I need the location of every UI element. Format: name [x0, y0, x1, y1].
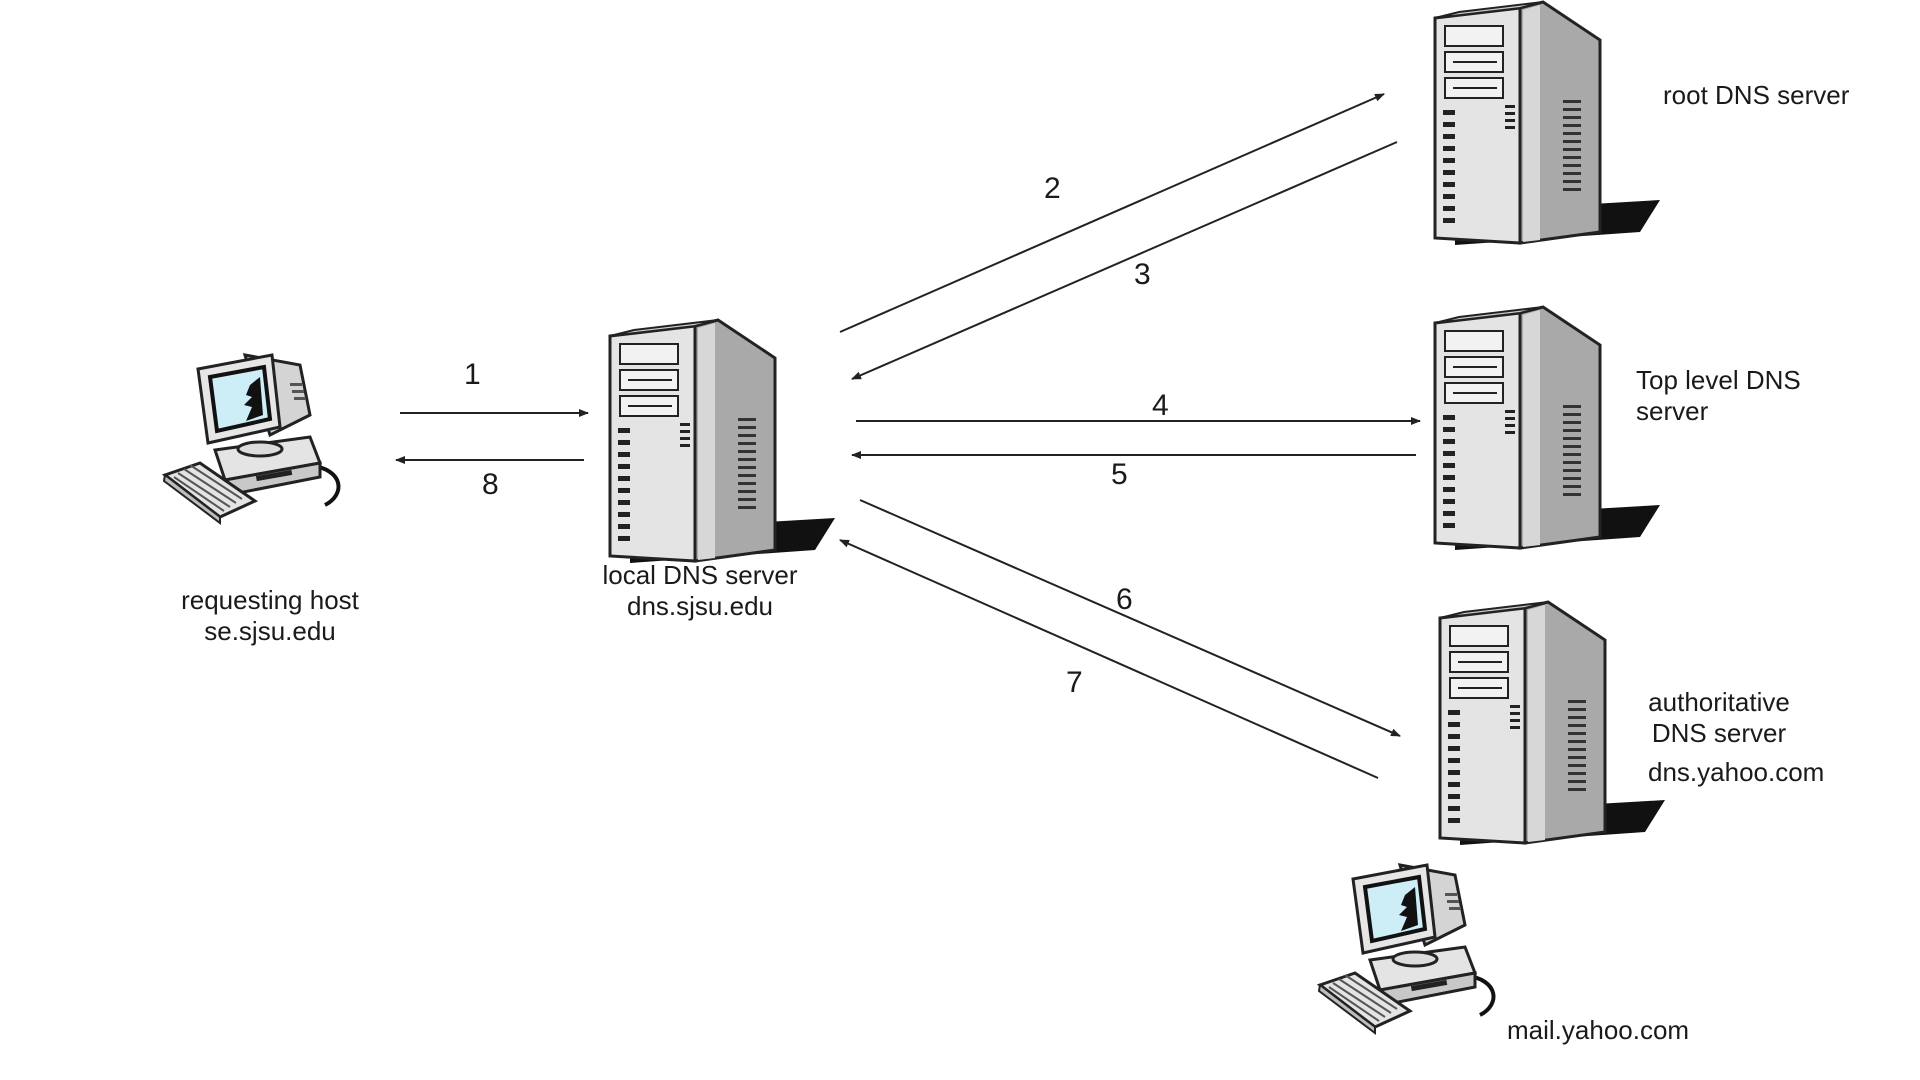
step-8-label: 8 — [482, 468, 499, 501]
requesting-host-name: requesting host — [181, 585, 359, 615]
step-4-label: 4 — [1152, 389, 1169, 422]
authoritative-dns-name-line1: authoritative — [1648, 687, 1790, 717]
arrow-step-2 — [839, 93, 1385, 333]
step-6-label: 6 — [1116, 583, 1133, 616]
step-1-label: 1 — [464, 358, 481, 391]
local-dns-domain: dns.sjsu.edu — [627, 591, 773, 621]
local-dns-server-icon — [608, 318, 837, 565]
local-dns-label: local DNS server dns.sjsu.edu — [580, 560, 820, 622]
mail-host-label: mail.yahoo.com — [1507, 1015, 1690, 1045]
local-dns-name: local DNS server — [602, 560, 798, 590]
step-7-label: 7 — [1066, 666, 1083, 699]
arrow-step-7 — [839, 539, 1379, 779]
step-5-label: 5 — [1111, 458, 1128, 491]
authoritative-dns-domain: dns.yahoo.com — [1648, 757, 1825, 787]
arrow-step-6 — [859, 499, 1401, 737]
requesting-host-domain: se.sjsu.edu — [204, 616, 336, 646]
tld-dns-server-icon — [1433, 305, 1662, 552]
tld-dns-name-line2: server — [1636, 396, 1709, 426]
requesting-host-computer-icon — [162, 353, 341, 525]
tld-dns-name-line1: Top level DNS — [1636, 365, 1801, 395]
step-3-label: 3 — [1134, 258, 1151, 291]
authoritative-dns-server-icon — [1438, 600, 1667, 847]
root-dns-label: root DNS server — [1663, 80, 1850, 110]
tld-dns-label: Top level DNS server — [1636, 365, 1801, 427]
requesting-host-label: requesting host se.sjsu.edu — [160, 585, 380, 647]
step-2-label: 2 — [1044, 172, 1061, 205]
mail-host-computer-icon — [1317, 863, 1496, 1035]
arrow-step-3 — [851, 141, 1398, 380]
root-dns-server-icon — [1433, 0, 1662, 247]
authoritative-dns-label: authoritative DNS server — [1634, 687, 1804, 749]
authoritative-dns-name-line2: DNS server — [1651, 718, 1787, 748]
